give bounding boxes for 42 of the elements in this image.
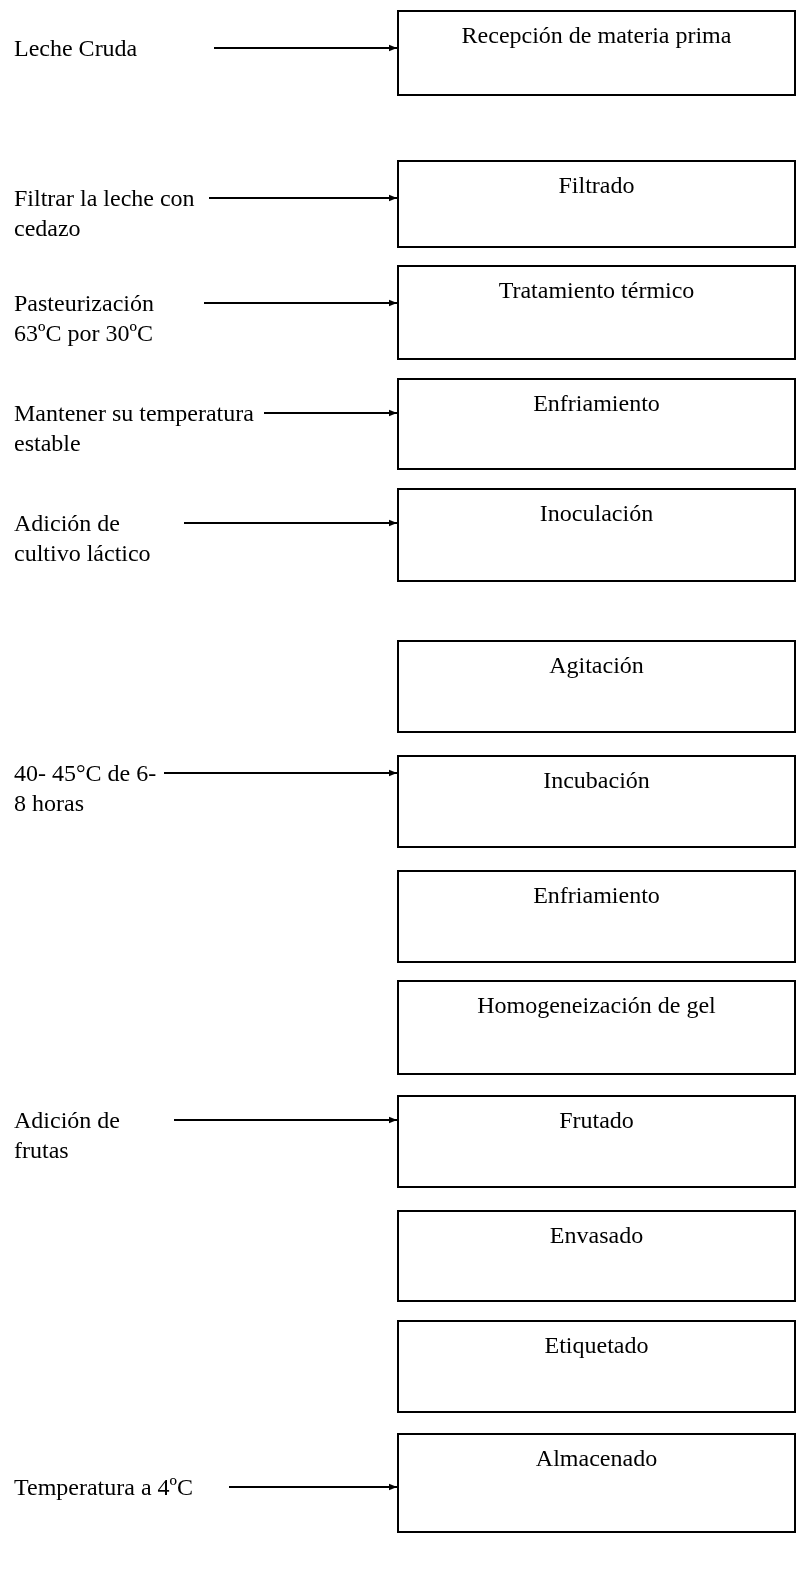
arrow	[183, 519, 398, 527]
step-label: Tratamiento térmico	[498, 276, 695, 305]
input-note: Filtrar la leche con cedazo	[14, 183, 209, 243]
process-box	[397, 980, 796, 1075]
process-box	[397, 378, 796, 470]
arrow	[208, 194, 398, 202]
arrow	[213, 44, 398, 52]
arrow	[203, 299, 398, 307]
step-label: Homogeneización de gel	[477, 991, 716, 1020]
input-note: Temperatura a 4ºC	[14, 1472, 229, 1502]
process-box	[397, 10, 796, 96]
step-label: Recepción de materia prima	[461, 21, 732, 50]
arrow	[163, 769, 398, 777]
process-box	[397, 755, 796, 848]
process-box	[397, 870, 796, 963]
step-label: Almacenado	[535, 1444, 658, 1473]
step-label: Etiquetado	[544, 1331, 649, 1360]
input-note: Pasteurización 63ºC por 30ºC	[14, 288, 204, 348]
process-box	[397, 1433, 796, 1533]
process-box	[397, 488, 796, 582]
process-box	[397, 265, 796, 360]
step-label: Enfriamiento	[533, 389, 660, 418]
step-label: Filtrado	[558, 171, 635, 200]
process-box	[397, 1210, 796, 1302]
input-note: 40- 45°C de 6-8 horas	[14, 758, 164, 818]
step-label: Envasado	[549, 1221, 644, 1250]
step-label: Frutado	[559, 1106, 634, 1135]
process-box	[397, 1095, 796, 1188]
input-note: Adición de cultivo láctico	[14, 508, 184, 568]
process-box	[397, 1320, 796, 1413]
process-box	[397, 160, 796, 248]
input-note: Mantener su temperatura estable	[14, 398, 264, 458]
arrow	[263, 409, 398, 417]
step-label: Inoculación	[539, 499, 654, 528]
arrow	[173, 1116, 398, 1124]
input-note: Leche Cruda	[14, 33, 214, 63]
step-label: Agitación	[549, 651, 644, 680]
input-note: Adición de frutas	[14, 1105, 174, 1165]
process-box	[397, 640, 796, 733]
arrow	[228, 1483, 398, 1491]
step-label: Incubación	[543, 766, 650, 795]
step-label: Enfriamiento	[533, 881, 660, 910]
